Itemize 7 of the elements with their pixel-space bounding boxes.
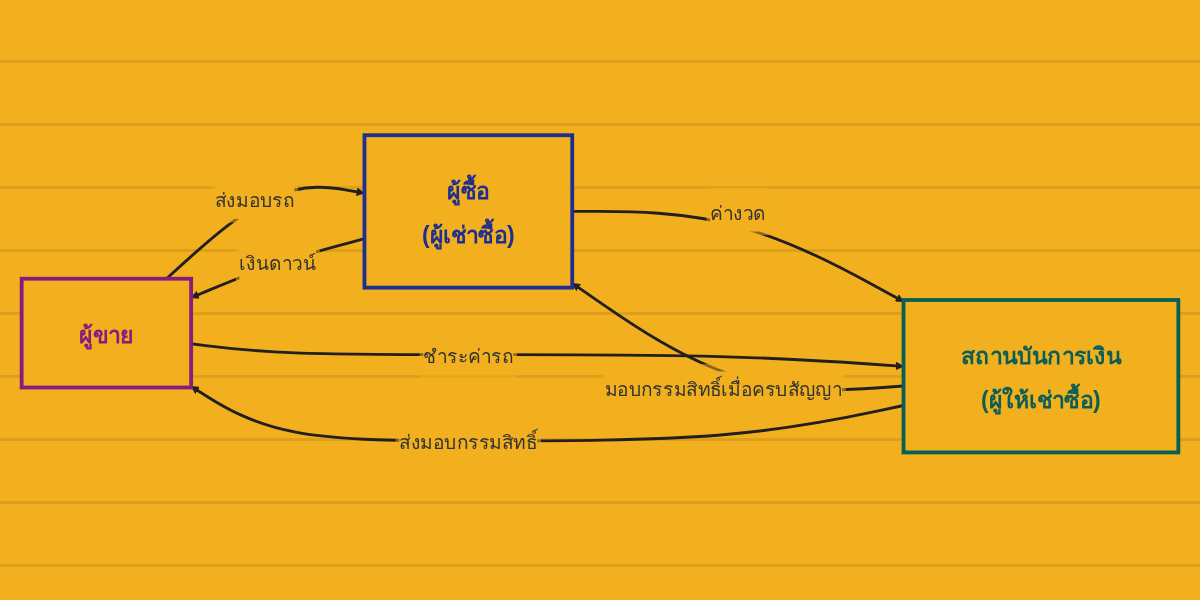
node-box: สถานบันการเงิน (ผู้ให้เช่าซื้อ) — [901, 298, 1181, 455]
node-box: ผู้ขาย — [19, 276, 194, 390]
edge-label: ค่างวด — [710, 202, 766, 224]
node-box: ผู้ซื้อ (ผู้เช่าซื้อ) — [362, 133, 575, 290]
edge-label: ชำระค่ารถ — [423, 346, 514, 368]
edge-label: เงินดาวน์ — [239, 252, 317, 274]
edge-label: ส่งมอบรถ — [215, 190, 295, 212]
